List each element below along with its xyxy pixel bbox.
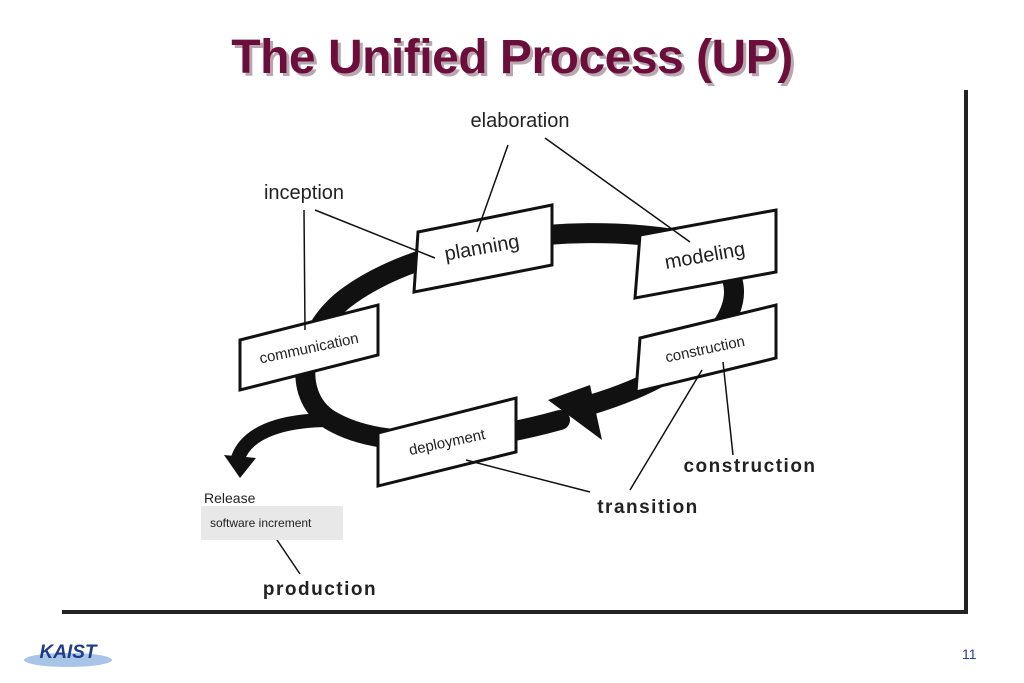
activity-communication: communication [238,303,380,392]
logo-text: KAIST [40,642,98,663]
leader-lines [274,137,734,575]
release-arrow [231,413,337,465]
activity-deployment: deployment [376,396,518,488]
logo-swoosh [24,653,112,667]
release-label: Release [204,490,256,506]
activity-construction: construction [634,303,778,394]
phase-inception: inception [264,182,344,204]
release-arrowhead [224,455,256,478]
kaist-logo: KAIST [24,642,112,667]
phase-elaboration: elaboration [471,110,570,132]
page-number: 11 [962,646,977,662]
activity-planning: planning [412,203,554,294]
activity-modeling: modeling [633,208,778,300]
frame-right-border [964,90,968,614]
phase-production: production [263,579,377,600]
cycle-arrowhead [548,385,602,440]
software-increment-label: software increment [210,516,312,530]
slide-title: The Unified Process (UP) [231,31,793,84]
frame-bottom-border [62,610,968,614]
phase-transition: transition [597,497,699,518]
software-increment-box [201,506,343,540]
phase-construction: construction [683,456,816,477]
